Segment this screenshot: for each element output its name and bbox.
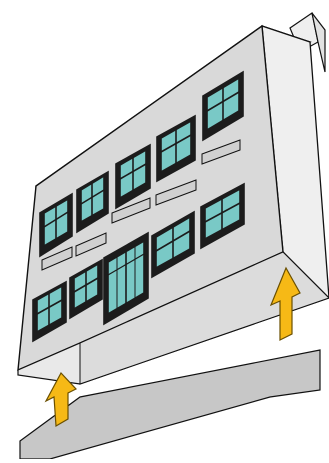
window — [76, 170, 109, 234]
window — [32, 280, 67, 343]
window — [202, 70, 244, 142]
building-base-recess — [79, 251, 329, 385]
window — [115, 143, 151, 210]
window — [69, 258, 103, 320]
up-arrow-icon — [44, 371, 77, 428]
entrance-door — [103, 231, 149, 326]
window — [39, 192, 73, 258]
lower-window-row — [32, 182, 245, 343]
rear-tower-side — [311, 12, 326, 73]
up-arrow-icon — [269, 266, 301, 341]
upper-window-row — [39, 70, 244, 258]
window — [200, 182, 245, 250]
window — [156, 114, 196, 183]
floor-band-panels — [41, 139, 241, 271]
window — [151, 210, 195, 279]
